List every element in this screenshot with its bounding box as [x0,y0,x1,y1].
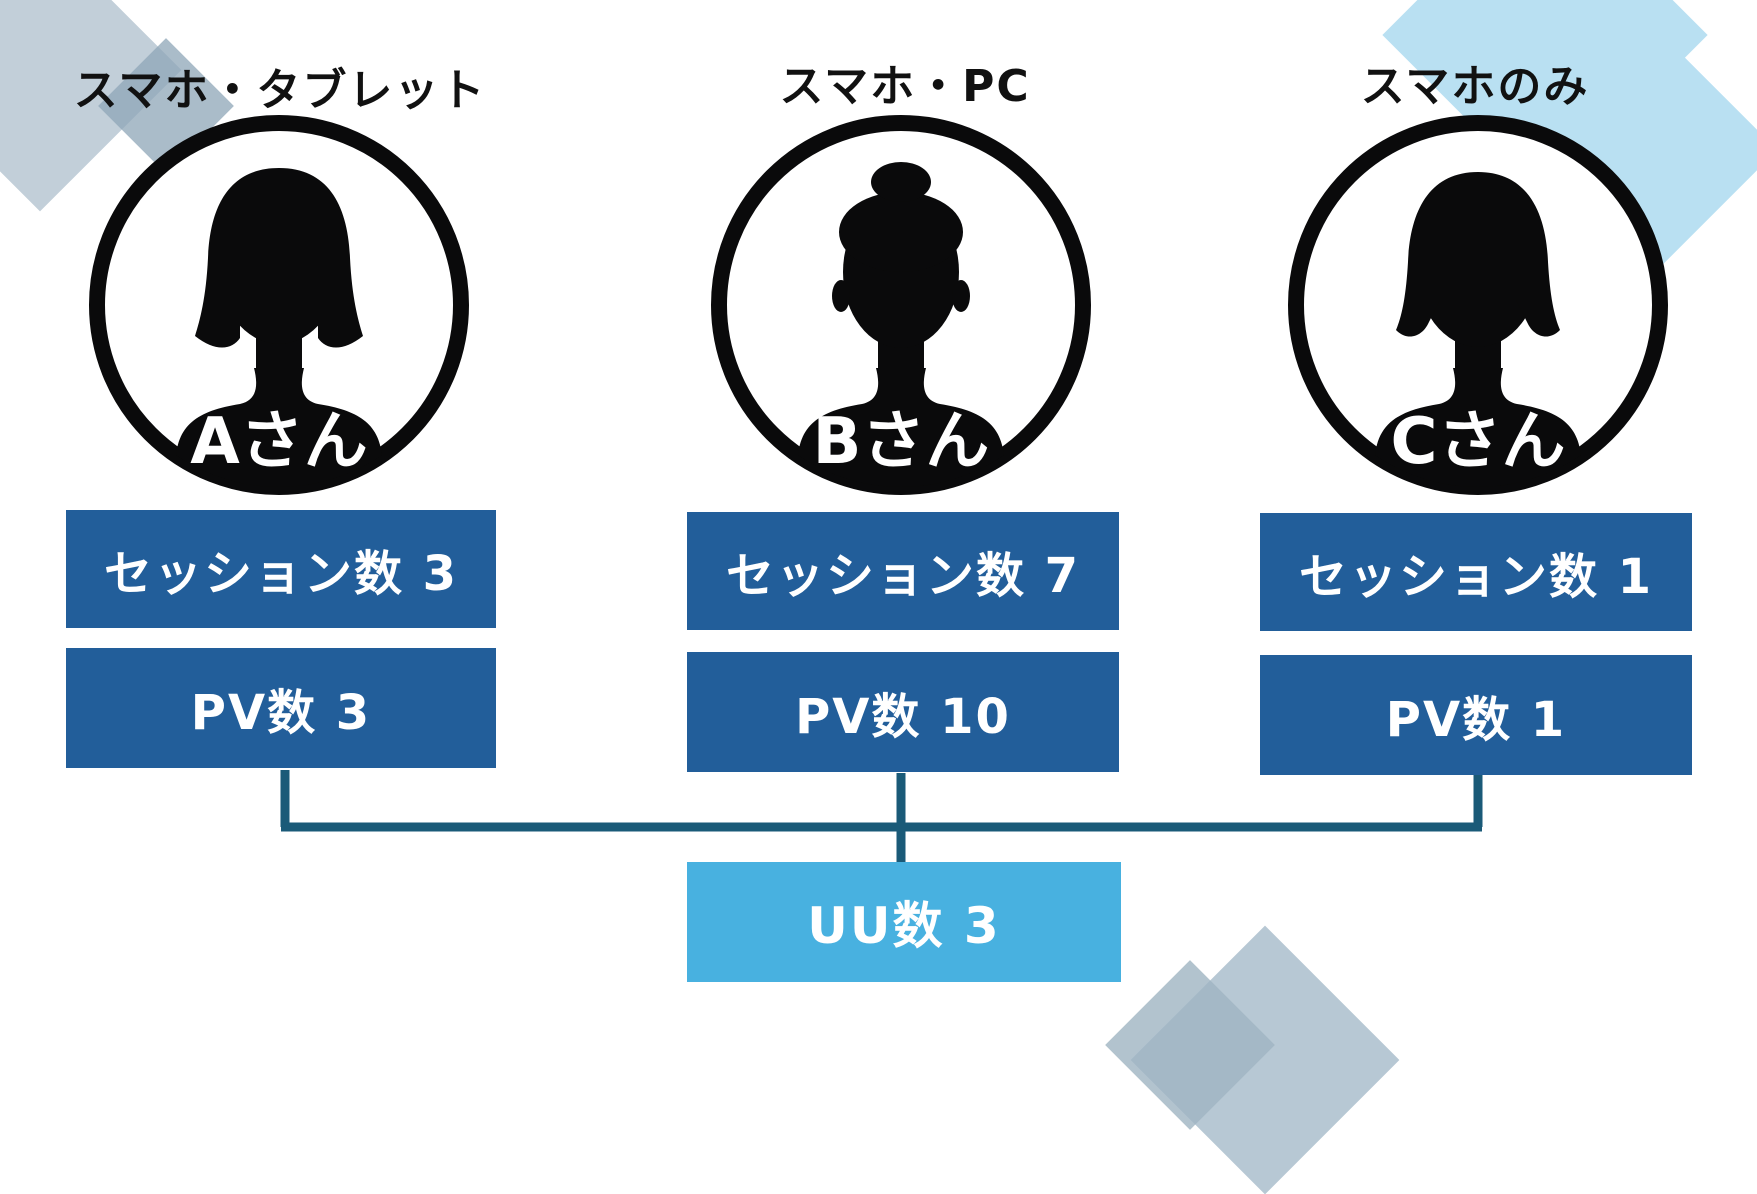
avatar-user-b: Bさん [711,115,1091,495]
person-name-c: Cさん [1391,405,1566,479]
session-box-user-c: セッション数 1 [1260,513,1692,631]
avatar-user-a: Aさん [89,115,469,495]
avatars-layer: Aさん Bさん Cさん [89,115,1668,862]
woman-short-hair-silhouette-icon [1374,172,1582,487]
person-name-a: Aさん [190,405,368,479]
person-name-b: Bさん [813,405,990,479]
device-label-user-b: スマホ・PC [779,61,1031,112]
uu-total-box: UU数 3 [687,862,1121,982]
pv-box-user-b: PV数 10 [687,652,1119,772]
device-label-user-c: スマホのみ [1360,61,1590,112]
woman-bun-silhouette-icon [797,162,1005,487]
pv-box-user-a: PV数 3 [66,648,496,768]
connector-lines [280,770,1483,862]
avatar-user-c: Cさん [1288,115,1668,495]
session-box-user-a: セッション数 3 [66,510,496,628]
pv-box-user-c: PV数 1 [1260,655,1692,775]
session-box-user-b: セッション数 7 [687,512,1119,630]
woman-bob-silhouette-icon [175,168,383,487]
device-label-user-a: スマホ・タブレット [73,65,487,116]
